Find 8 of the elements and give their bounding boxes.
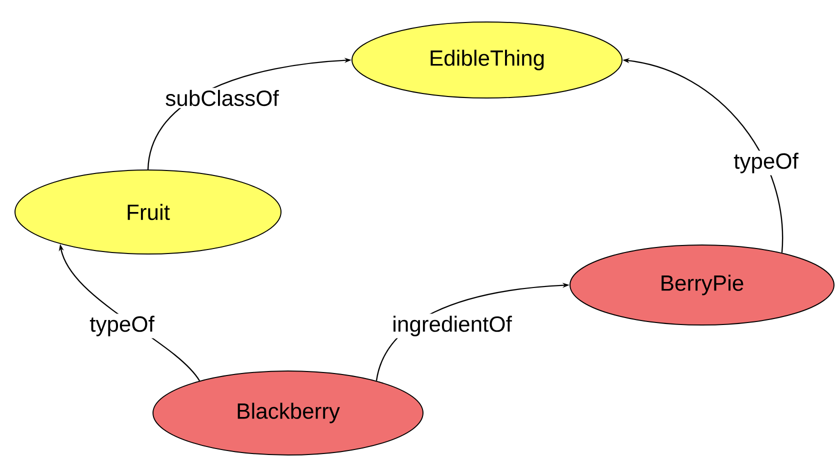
ellipse-node: BerryPie [570, 244, 834, 326]
edge-label: typeOf [732, 150, 800, 176]
edge-label: typeOf [88, 314, 156, 338]
edge-label: ingredientOf [390, 314, 514, 338]
ellipse-node: EdibleThing [352, 22, 622, 98]
ellipse-node: Fruit [14, 170, 282, 254]
edge-label: subClassOf [163, 88, 281, 108]
ellipse-node: Blackberry [152, 370, 424, 456]
